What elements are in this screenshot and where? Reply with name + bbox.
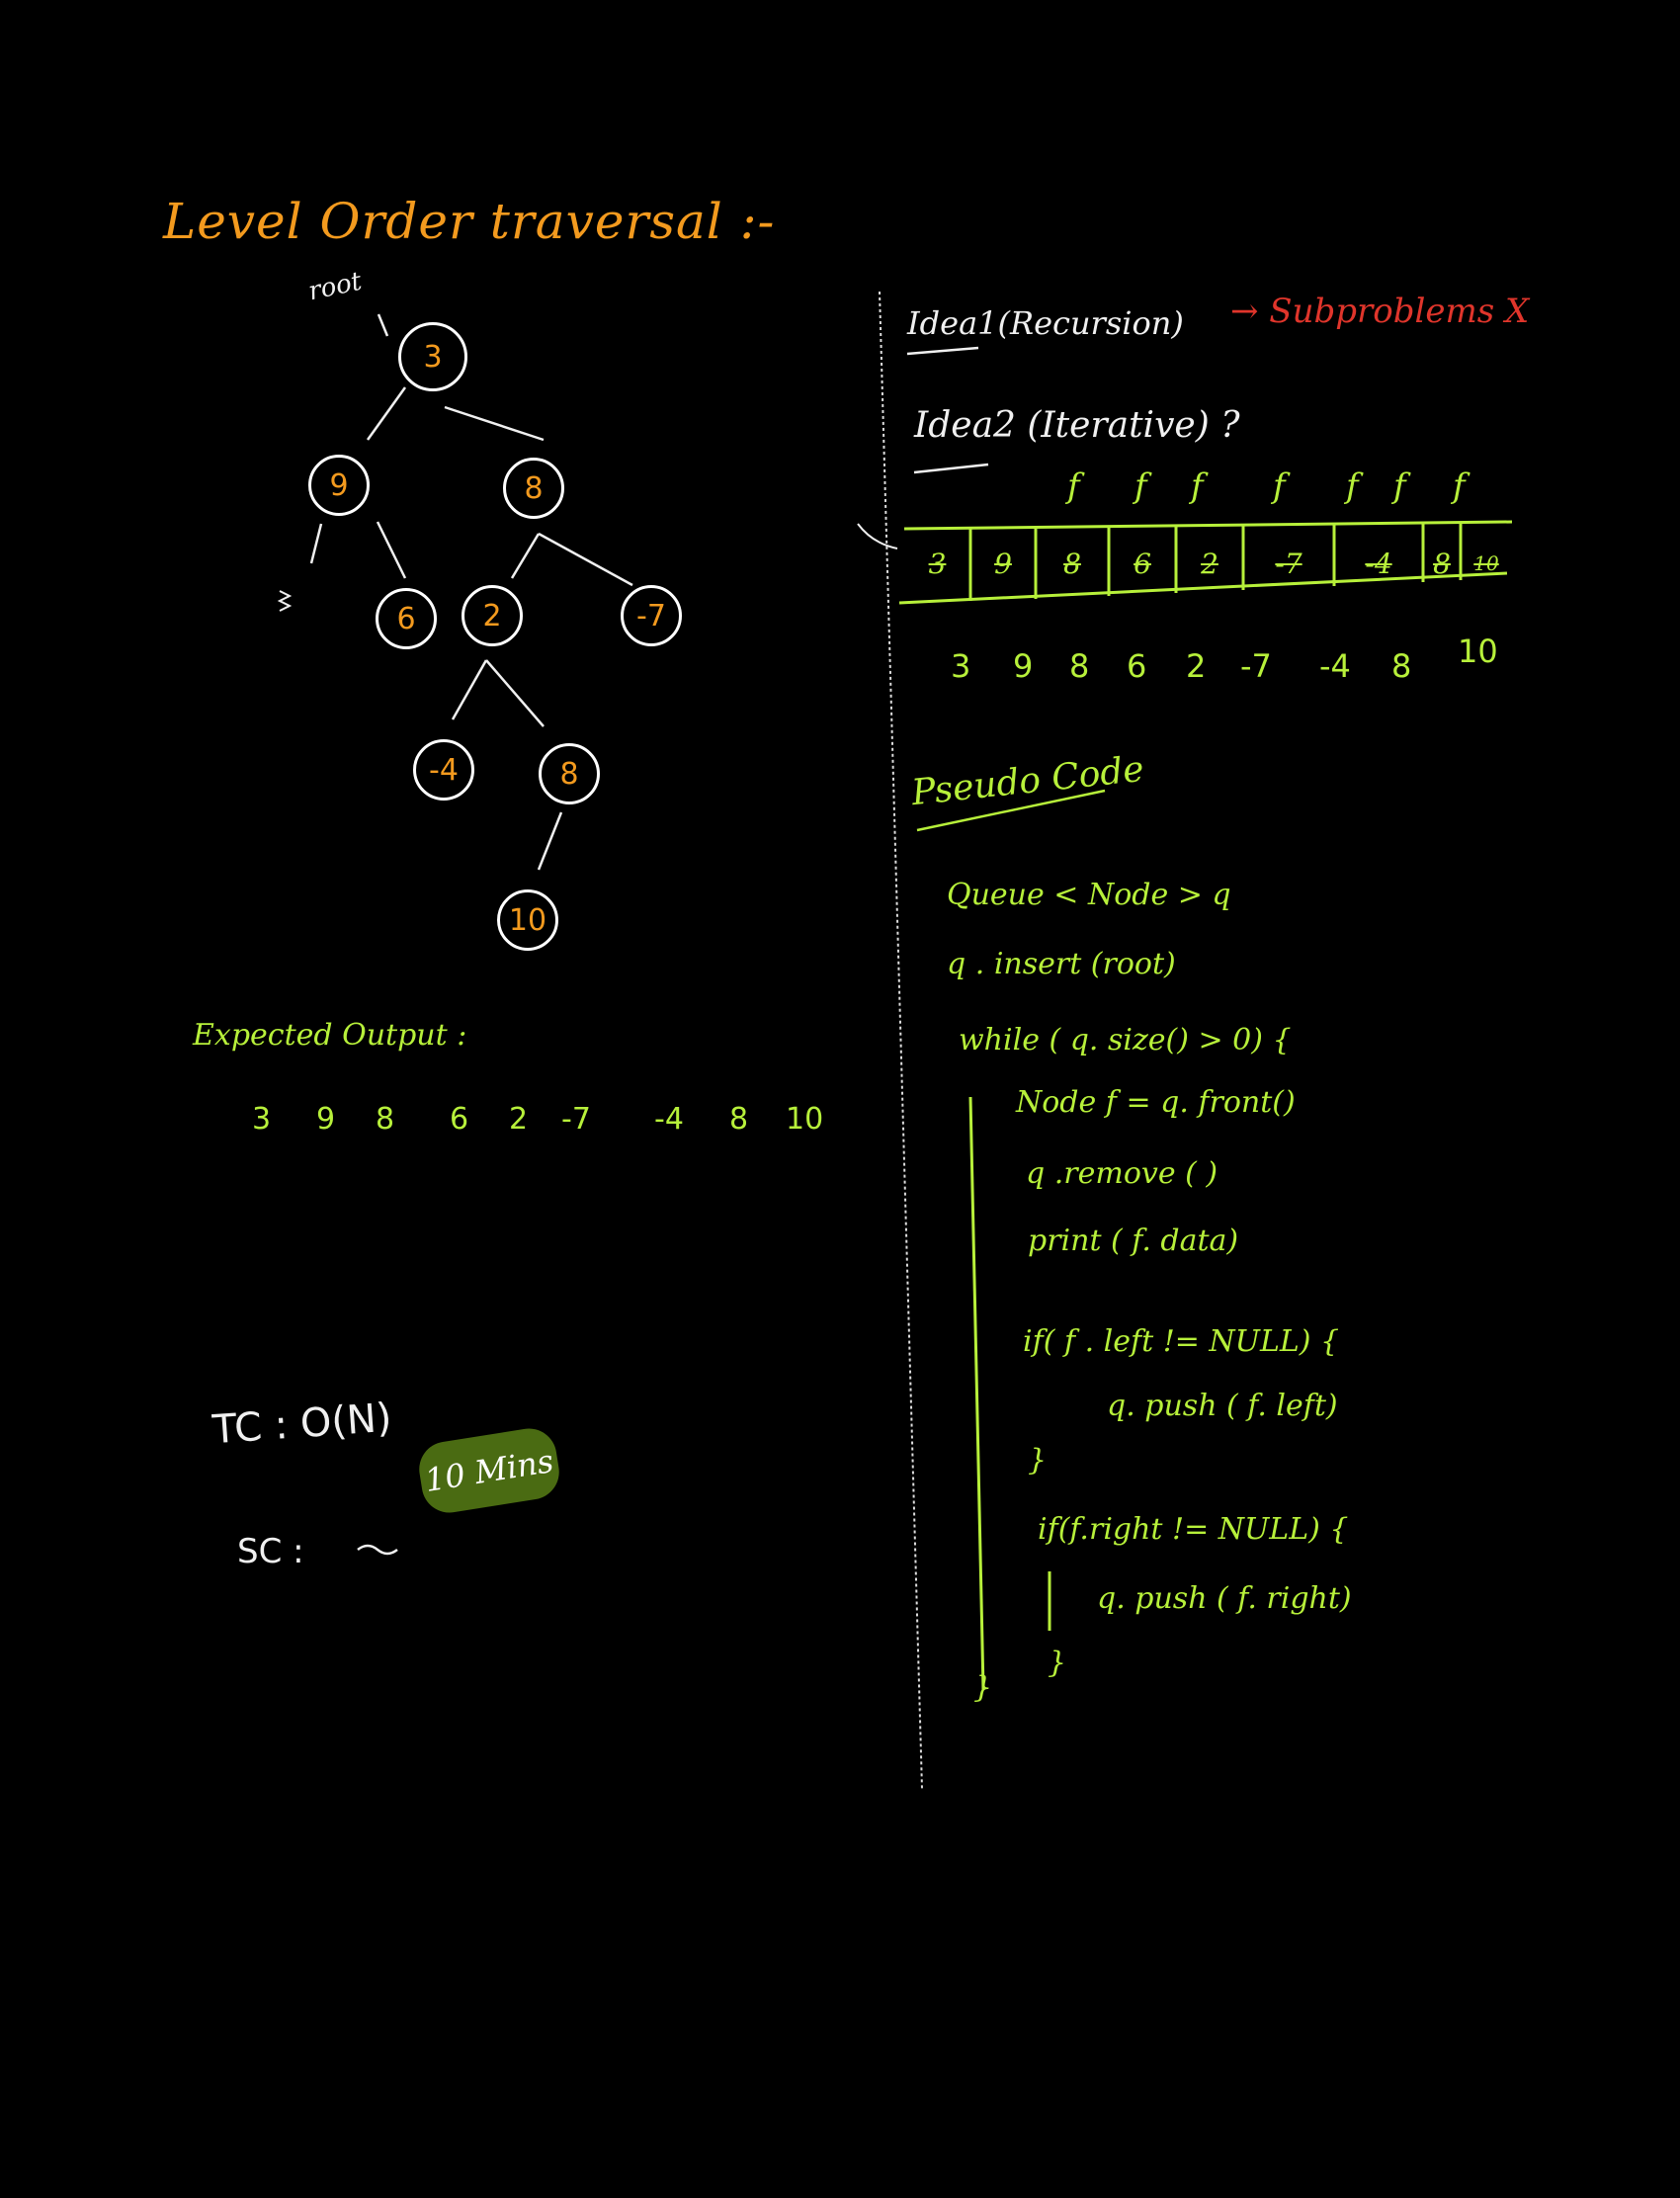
queue-cell: 3 bbox=[928, 547, 947, 580]
code-line: if(f.right != NULL) { bbox=[1038, 1512, 1349, 1547]
queue-cell: 8 bbox=[1063, 547, 1081, 580]
code-line: Queue < Node > q bbox=[947, 878, 1231, 912]
space-complexity: SC : bbox=[237, 1532, 304, 1571]
code-line: } bbox=[973, 1670, 993, 1705]
code-line: q .remove ( ) bbox=[1026, 1156, 1218, 1191]
edge-8-m7 bbox=[538, 532, 633, 587]
tree-node-6: 6 bbox=[376, 588, 437, 649]
code-line: } bbox=[1048, 1646, 1067, 1680]
queue-bottom-border bbox=[898, 571, 1508, 605]
edge-2-8 bbox=[485, 659, 545, 727]
queue-out-arrow bbox=[857, 523, 898, 550]
front-marker: f bbox=[1346, 466, 1359, 506]
edge-3-9 bbox=[366, 386, 407, 441]
tree-node-8: 8 bbox=[503, 458, 564, 519]
null-squiggle bbox=[277, 590, 293, 612]
output-value: 6 bbox=[450, 1102, 469, 1137]
output-value: 10 bbox=[786, 1102, 824, 1137]
edge-9-6 bbox=[376, 521, 407, 579]
edge-8-2 bbox=[510, 533, 541, 579]
sequence-value: -4 bbox=[1319, 647, 1351, 685]
code-line: Node f = q. front() bbox=[1016, 1085, 1296, 1120]
idea2-text: Idea2 (Iterative) ? bbox=[914, 405, 1240, 446]
page-divider bbox=[879, 291, 923, 1790]
root-arrow bbox=[377, 313, 389, 337]
sequence-value: 6 bbox=[1127, 647, 1147, 685]
code-line: } bbox=[1028, 1443, 1048, 1478]
sequence-value: 2 bbox=[1186, 647, 1207, 685]
sequence-value: 8 bbox=[1391, 647, 1412, 685]
tree-node-9: 9 bbox=[308, 455, 370, 516]
output-value: 8 bbox=[729, 1102, 749, 1137]
code-line: q. push ( f. left) bbox=[1107, 1389, 1338, 1423]
tree-node-8b: 8 bbox=[539, 743, 600, 804]
idea1-text: Idea1(Recursion) bbox=[907, 304, 1184, 342]
front-marker: f bbox=[1393, 466, 1406, 506]
queue-cell: 9 bbox=[994, 547, 1012, 580]
queue-cell: -4 bbox=[1365, 547, 1392, 580]
edge-8-10 bbox=[537, 811, 563, 871]
sequence-value: 9 bbox=[1013, 647, 1034, 685]
edge-9-null bbox=[309, 523, 323, 564]
tree-node-minus7: -7 bbox=[621, 585, 682, 646]
idea2-underline bbox=[913, 463, 989, 474]
output-value: 2 bbox=[509, 1102, 529, 1137]
idea1-result: → Subproblems X bbox=[1230, 292, 1530, 331]
code-line: q. push ( f. right) bbox=[1097, 1581, 1352, 1616]
tree-node-10: 10 bbox=[497, 889, 558, 951]
edge-3-8 bbox=[444, 405, 545, 442]
tree-node-2: 2 bbox=[462, 585, 523, 646]
code-line: while ( q. size() > 0) { bbox=[959, 1023, 1292, 1057]
queue-top-border bbox=[903, 520, 1513, 531]
queue-cell: -7 bbox=[1275, 547, 1302, 580]
pseudo-underline bbox=[916, 789, 1106, 832]
queue-cell: 10 bbox=[1473, 551, 1499, 575]
code-line: q . insert (root) bbox=[947, 947, 1176, 981]
code-line: print ( f. data) bbox=[1028, 1224, 1239, 1258]
idea1-underline bbox=[906, 346, 979, 356]
front-marker: f bbox=[1273, 466, 1286, 506]
output-value: 9 bbox=[316, 1102, 336, 1137]
sc-squiggle bbox=[357, 1544, 398, 1556]
front-marker: f bbox=[1067, 466, 1080, 506]
tree-node-3: 3 bbox=[398, 322, 467, 391]
front-marker: f bbox=[1191, 466, 1204, 506]
expected-output-label: Expected Output : bbox=[193, 1018, 467, 1053]
sequence-value: 3 bbox=[951, 647, 971, 685]
edge-2-m4 bbox=[451, 659, 488, 720]
sequence-value: 8 bbox=[1069, 647, 1090, 685]
sequence-value: 10 bbox=[1458, 633, 1498, 670]
output-value: -7 bbox=[561, 1102, 591, 1137]
front-marker: f bbox=[1453, 466, 1466, 506]
tree-node-minus4: -4 bbox=[413, 739, 474, 801]
output-value: 3 bbox=[252, 1102, 272, 1137]
code-line: if( f . left != NULL) { bbox=[1023, 1324, 1340, 1359]
output-value: -4 bbox=[654, 1102, 684, 1137]
queue-cell: 8 bbox=[1433, 547, 1451, 580]
front-marker: f bbox=[1134, 466, 1147, 506]
page-title: Level Order traversal :- bbox=[163, 193, 776, 250]
while-block-guide bbox=[968, 1096, 985, 1691]
sequence-value: -7 bbox=[1240, 647, 1272, 685]
output-value: 8 bbox=[376, 1102, 395, 1137]
queue-cell: 6 bbox=[1134, 547, 1151, 580]
queue-cell: 2 bbox=[1201, 547, 1218, 580]
